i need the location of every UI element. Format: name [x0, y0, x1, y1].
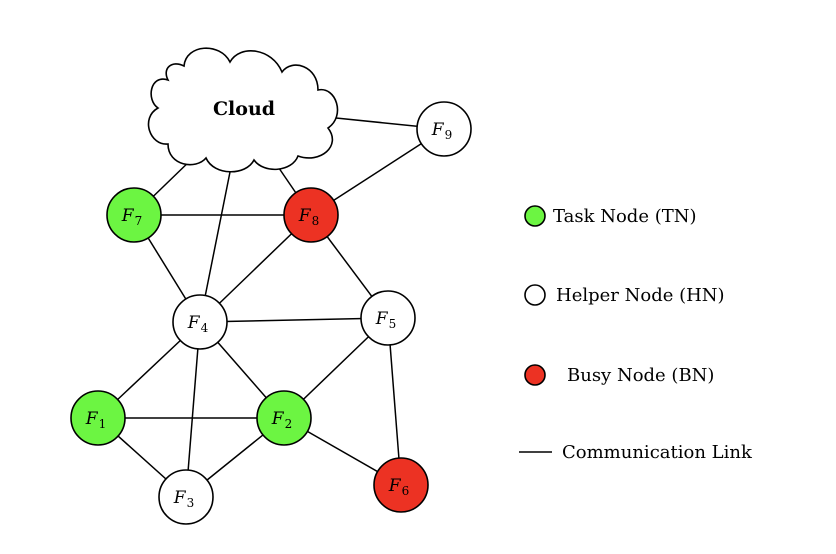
node-f9: F9: [416, 101, 472, 157]
node-label-main: F: [121, 206, 135, 226]
node-circle-f6: [373, 457, 429, 513]
node-f1: F1: [70, 390, 126, 446]
node-label-subscript: 9: [445, 128, 453, 142]
node-label-f7: F7: [121, 206, 142, 228]
legend-helper-label: Helper Node (HN): [556, 285, 725, 306]
node-f7: F7: [106, 187, 162, 243]
node-label-f9: F9: [431, 120, 452, 142]
node-label-subscript: 4: [201, 321, 209, 335]
node-f6: F6: [373, 457, 429, 513]
node-f4: F4: [172, 294, 228, 350]
node-label-f2: F2: [271, 409, 292, 431]
node-label-f3: F3: [173, 488, 194, 510]
link-f4-f3: [185, 321, 201, 498]
node-label-main: F: [298, 206, 312, 226]
node-circle-f2: [256, 390, 312, 446]
node-label-subscript: 7: [135, 214, 143, 228]
node-label-subscript: 3: [187, 496, 195, 510]
cloud-shape: [147, 47, 339, 173]
node-label-main: F: [173, 488, 187, 508]
legend-busy-label: Busy Node (BN): [567, 365, 714, 386]
node-label-subscript: 2: [285, 417, 293, 431]
legend-helper-swatch: [524, 284, 546, 306]
cloud-label: Cloud: [213, 98, 275, 120]
node-circle-f9: [416, 101, 472, 157]
node-label-subscript: 6: [402, 484, 410, 498]
node-circle-f1: [70, 390, 126, 446]
node-label-subscript: 8: [312, 214, 320, 228]
node-circle-f7: [106, 187, 162, 243]
legend-task-label: Task Node (TN): [553, 206, 697, 227]
node-label-f6: F6: [388, 476, 409, 498]
node-label-subscript: 5: [389, 317, 397, 331]
node-circle-f5: [360, 290, 416, 346]
node-f8: F8: [283, 187, 339, 243]
link-f4-f5: [199, 317, 389, 323]
node-label-main: F: [271, 409, 285, 429]
node-label-f8: F8: [298, 206, 319, 228]
legend-link-label: Communication Link: [562, 442, 753, 463]
node-label-main: F: [85, 409, 99, 429]
legend-task-swatch: [524, 205, 546, 227]
link-f5-f6: [387, 317, 402, 486]
node-label-main: F: [375, 309, 389, 329]
node-label-f1: F1: [85, 409, 106, 431]
node-label-f5: F5: [375, 309, 396, 331]
node-circle-f3: [158, 469, 214, 525]
node-label-subscript: 1: [99, 417, 107, 431]
node-circle-f8: [283, 187, 339, 243]
legend: Task Node (TN) Helper Node (HN) Busy Nod…: [519, 205, 753, 463]
node-label-main: F: [388, 476, 402, 496]
node-label-main: F: [431, 120, 445, 140]
node-label-f4: F4: [187, 313, 209, 335]
cloud-node: Cloud: [147, 47, 339, 173]
node-f3: F3: [158, 469, 214, 525]
legend-busy-swatch: [524, 364, 546, 386]
node-f5: F5: [360, 290, 416, 346]
node-f2: F2: [256, 390, 312, 446]
node-label-main: F: [187, 313, 201, 333]
node-circle-f4: [172, 294, 228, 350]
